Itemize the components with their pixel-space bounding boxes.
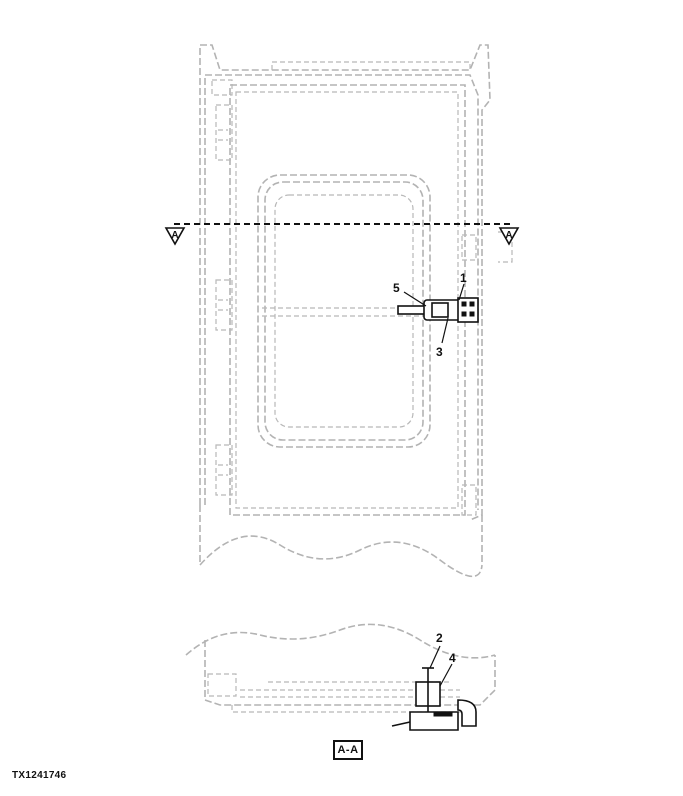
svg-text:1: 1 (460, 271, 467, 285)
callout-3: 3 (436, 317, 449, 359)
cab-door-outline (199, 44, 513, 578)
latch-assembly (397, 297, 479, 323)
svg-text:2: 2 (436, 631, 443, 645)
svg-text:5: 5 (393, 281, 400, 295)
callout-4: 4 (439, 651, 456, 687)
section-marker-left: A (171, 230, 178, 241)
section-view-label-text: A-A (337, 744, 359, 756)
section-marker-right: A (505, 230, 512, 241)
callout-1: 1 (458, 271, 467, 301)
section-latch-parts (391, 667, 477, 731)
callout-2: 2 (429, 631, 443, 669)
figure-id: TX1241746 (12, 770, 67, 781)
svg-text:4: 4 (449, 651, 456, 665)
section-view-label: A-A (333, 740, 363, 760)
svg-text:3: 3 (436, 345, 443, 359)
section-view-outline (185, 623, 496, 713)
callout-5: 5 (393, 281, 427, 307)
section-line-a-a: A A (164, 223, 520, 246)
